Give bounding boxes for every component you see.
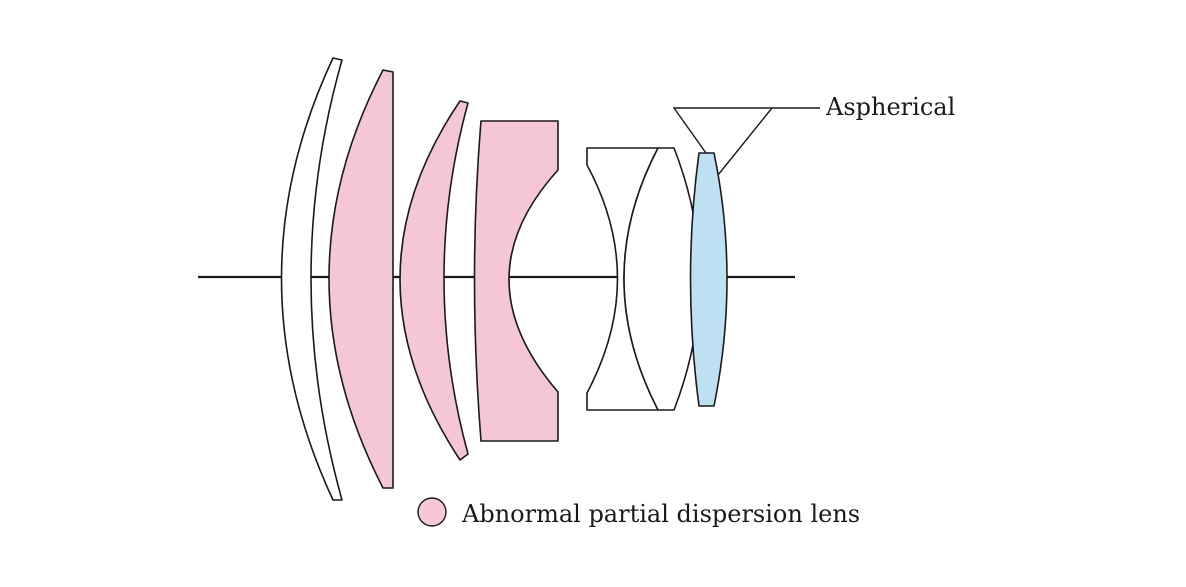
legend-label: Abnormal partial dispersion lens xyxy=(461,500,860,528)
lens-element-2 xyxy=(328,69,394,489)
lens-element-1 xyxy=(280,57,343,501)
lens-element-4 xyxy=(473,120,559,442)
aspherical-label: Aspherical xyxy=(825,93,955,121)
legend-swatch-pink xyxy=(417,497,447,527)
lens-element-7 xyxy=(689,152,728,407)
aspherical-leader-left xyxy=(672,107,820,154)
aspherical-leader-right xyxy=(717,107,773,176)
lens-element-3 xyxy=(399,100,469,461)
